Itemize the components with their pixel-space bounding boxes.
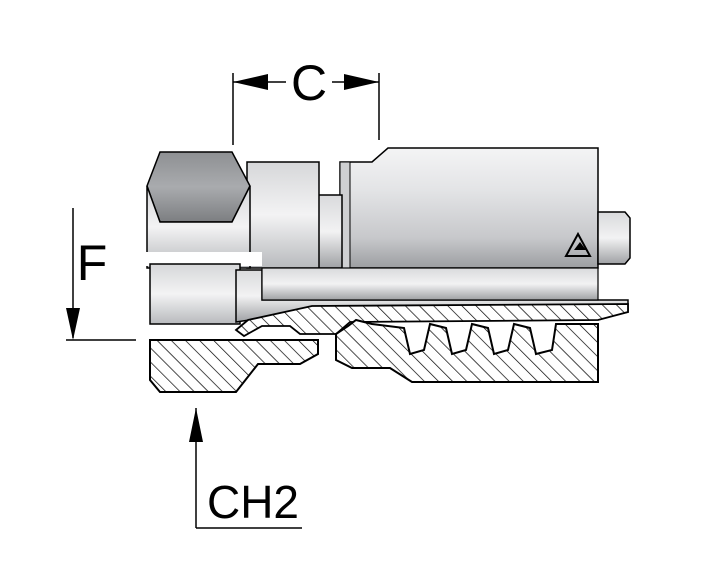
- ferrule-section: [335, 318, 599, 383]
- hex-nut-lower: [146, 185, 251, 269]
- dimension-ch2-label: CH2: [207, 476, 299, 528]
- dimension-c: C: [232, 55, 380, 145]
- dimension-f: F: [66, 208, 136, 341]
- arrow-right-icon: [344, 74, 379, 90]
- hex-nut: [146, 151, 251, 223]
- dimension-c-label: C: [291, 55, 327, 111]
- section-break: [140, 252, 262, 266]
- nut-section: [149, 339, 319, 393]
- dimension-f-label: F: [77, 235, 108, 291]
- collar: [317, 194, 343, 269]
- tail-stub: [597, 211, 631, 265]
- arrow-left-icon: [233, 74, 268, 90]
- nut-rim: [149, 263, 241, 325]
- dimension-ch2: CH2: [189, 408, 302, 529]
- arrow-up-icon: [189, 408, 203, 442]
- ferrule-body: [339, 147, 599, 269]
- nut-shank: [246, 161, 320, 269]
- stem-upper: [261, 267, 599, 301]
- arrow-down-icon: [66, 308, 80, 340]
- triangle-logo-icon: [564, 231, 592, 257]
- stem-section: [234, 303, 629, 338]
